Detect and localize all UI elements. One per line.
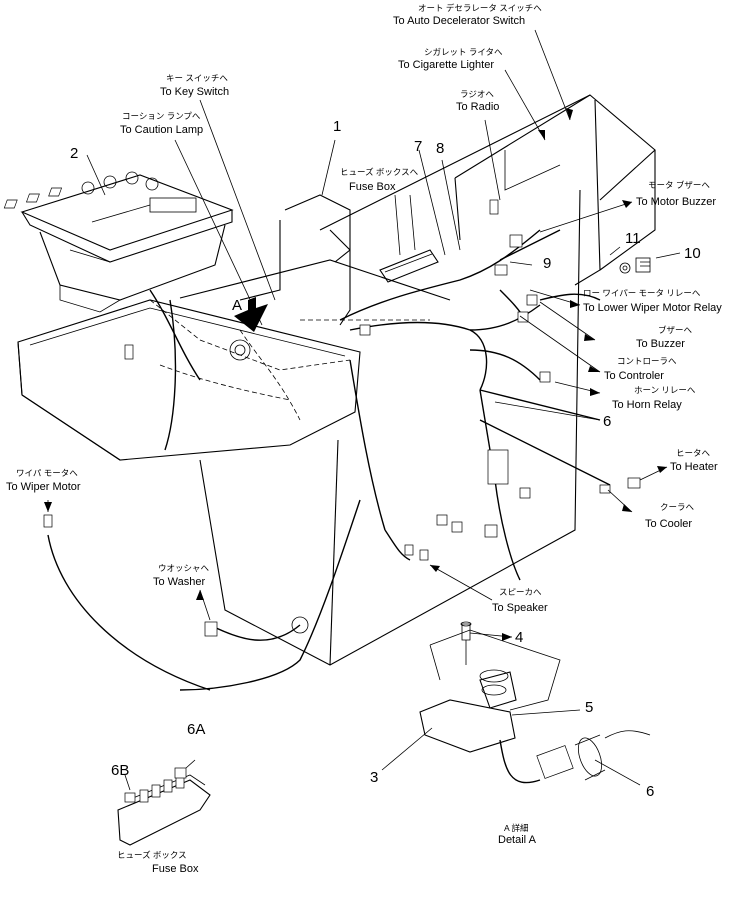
label-controler-en: To Controler xyxy=(604,370,664,382)
label-caution-jp: コーション ランプへ xyxy=(122,111,201,121)
console-body xyxy=(17,94,656,666)
label-motor-buzzer-en: To Motor Buzzer xyxy=(636,196,716,208)
label-fusebox-top-en: Fuse Box xyxy=(349,181,396,193)
callout-7: 7 xyxy=(414,138,422,155)
control-panel xyxy=(3,171,234,313)
label-controler-jp: コントローラへ xyxy=(617,356,677,366)
callout-11: 11 xyxy=(625,230,641,247)
label-fusebox-top-jp: ヒューズ ボックスへ xyxy=(340,167,419,177)
label-cig-en: To Cigarette Lighter xyxy=(398,59,494,71)
wire-harness xyxy=(43,199,641,691)
label-radio-en: To Radio xyxy=(456,101,499,113)
label-radio-jp: ラジオへ xyxy=(460,89,494,99)
label-lower-wiper-en: To Lower Wiper Motor Relay xyxy=(583,302,722,314)
callout-5: 5 xyxy=(585,699,593,716)
label-fusebox-bottom-en: Fuse Box xyxy=(152,863,199,875)
label-auto-decel-en: To Auto Decelerator Switch xyxy=(393,15,525,27)
label-heater-en: To Heater xyxy=(670,461,718,473)
label-fusebox-bottom-jp: ヒューズ ボックス xyxy=(117,850,187,860)
fuse-box-bottom xyxy=(117,767,211,846)
callout-4: 4 xyxy=(515,629,523,646)
label-speaker-en: To Speaker xyxy=(492,602,548,614)
label-caution-en: To Caution Lamp xyxy=(120,124,203,136)
leader-lines xyxy=(44,29,681,791)
callout-8: 8 xyxy=(436,140,444,157)
label-cooler-en: To Cooler xyxy=(645,518,692,530)
callout-3: 3 xyxy=(370,769,378,786)
label-washer-en: To Washer xyxy=(153,576,206,588)
callout-2: 2 xyxy=(70,145,78,162)
bolt-washer xyxy=(619,257,651,274)
label-cooler-jp: クーラへ xyxy=(660,502,695,512)
label-buzzer-jp: ブザーへ xyxy=(658,325,693,335)
label-washer-jp: ウオッシャへ xyxy=(158,563,210,573)
label-cig-jp: シガレット ライタへ xyxy=(424,47,503,57)
callout-1: 1 xyxy=(333,118,341,135)
callout-6-upper: 6 xyxy=(603,413,611,430)
labels: オート デセラレータ スイッチへ To Auto Decelerator Swi… xyxy=(6,3,722,875)
label-heater-jp: ヒータへ xyxy=(676,448,711,458)
label-motor-buzzer-jp: モータ ブザーへ xyxy=(648,180,710,190)
label-buzzer-en: To Buzzer xyxy=(636,338,685,350)
label-wiper-motor-jp: ワイパ モータへ xyxy=(16,468,78,478)
callout-numbers: 1 2 3 4 5 6 6 6A 6B 7 8 9 10 11 xyxy=(70,118,701,800)
callout-6-lower: 6 xyxy=(646,783,654,800)
callout-10: 10 xyxy=(684,245,701,262)
detail-a-drawing xyxy=(419,621,651,784)
label-horn-en: To Horn Relay xyxy=(612,399,682,411)
label-wiper-motor-en: To Wiper Motor xyxy=(6,481,81,493)
label-key-en: To Key Switch xyxy=(160,86,229,98)
view-arrow-a: A xyxy=(232,297,268,332)
callout-9: 9 xyxy=(543,255,551,272)
label-lower-wiper-jp: ロー ワイパー モータ リレーへ xyxy=(583,288,701,298)
view-letter: A xyxy=(232,297,242,314)
callout-6B: 6B xyxy=(111,762,129,779)
label-horn-jp: ホーン リレーへ xyxy=(634,385,696,395)
label-speaker-jp: スピーカへ xyxy=(499,587,542,597)
label-key-jp: キー スイッチへ xyxy=(166,73,228,83)
label-detail-jp: A 詳細 xyxy=(504,823,529,833)
fuse-box-top xyxy=(379,194,439,283)
label-detail-en: Detail A xyxy=(498,834,537,846)
label-auto-decel-jp: オート デセラレータ スイッチへ xyxy=(418,3,542,13)
callout-6A: 6A xyxy=(187,721,205,738)
